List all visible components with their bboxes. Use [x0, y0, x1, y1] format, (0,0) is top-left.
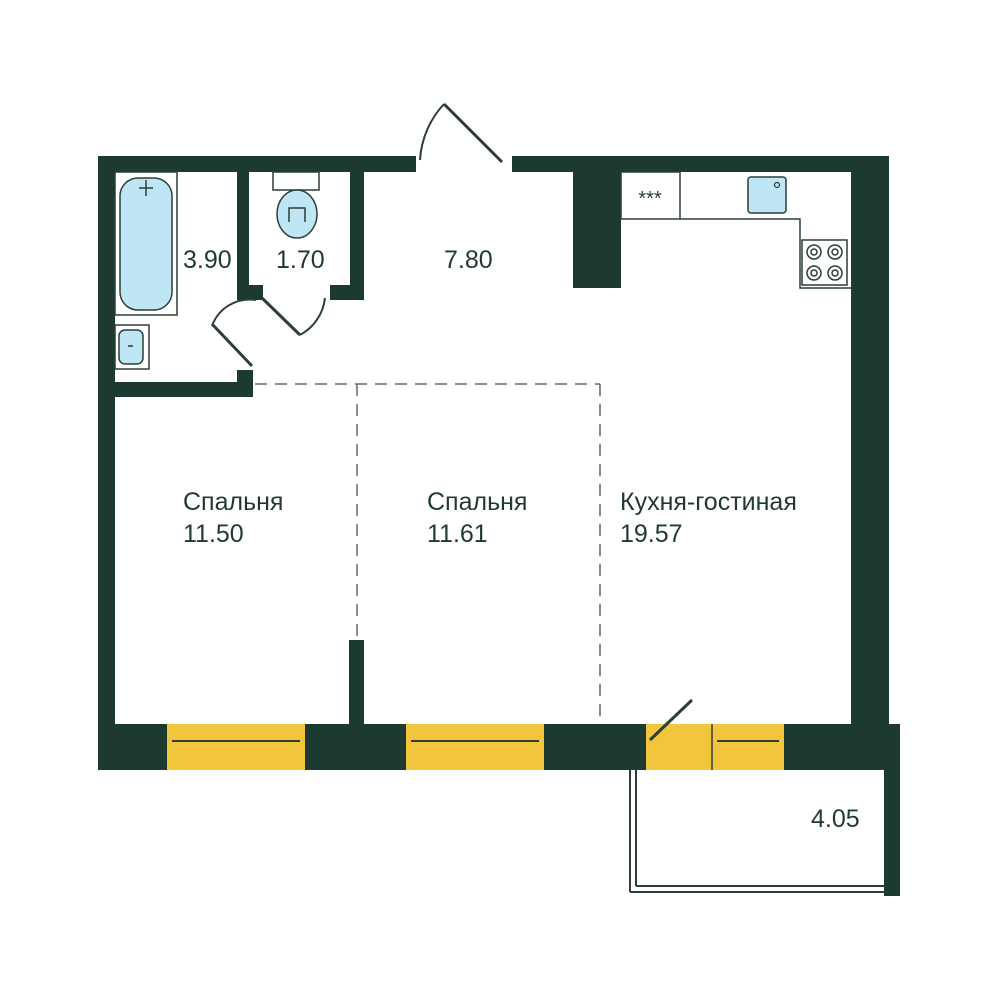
- kitchen-living-label: Кухня-гостиная 19.57: [620, 486, 797, 550]
- bedroom1-area: 11.50: [183, 520, 244, 548]
- window-kitchen: [712, 724, 784, 770]
- wall-toilet-right-stub: [330, 285, 364, 300]
- wall-toilet-right: [350, 172, 364, 300]
- wall-bath-toilet-stub: [249, 285, 263, 300]
- bedroom1-name: Спальня: [183, 488, 284, 516]
- wall-top-right: [512, 156, 889, 172]
- hallway-label: 7.80: [444, 244, 493, 276]
- wall-bath-bottom: [98, 382, 253, 397]
- wall-balcony-right: [884, 770, 900, 896]
- bedroom2-name: Спальня: [427, 488, 528, 516]
- wall-bath-toilet: [237, 172, 249, 300]
- window-kitchen-door: [646, 724, 712, 770]
- bedroom2-label: Спальня 11.61: [427, 486, 527, 550]
- toilet-label: 1.70: [276, 244, 325, 276]
- kitchen-living-name: Кухня-гостиная: [620, 488, 797, 516]
- entrance-door: [419, 102, 504, 164]
- balcony-area: 4.05: [811, 805, 860, 833]
- kitchen-counter: [620, 171, 851, 289]
- kitchen-living-area: 19.57: [620, 520, 683, 548]
- zone-lines: [255, 383, 601, 724]
- wall-right: [851, 156, 889, 726]
- window-bedroom1: [167, 724, 305, 770]
- balcony: [629, 770, 884, 893]
- bathroom-label: 3.90: [183, 244, 232, 276]
- wall-left: [98, 156, 115, 770]
- window-bedroom2: [406, 724, 544, 770]
- bedroom2-area: 11.61: [427, 520, 488, 548]
- kitchen-sink-icon: [747, 176, 787, 214]
- stove-icon: [801, 239, 848, 286]
- kitchen-column: [573, 172, 621, 288]
- bathroom-area: 3.90: [183, 246, 232, 274]
- balcony-label: 4.05: [811, 803, 860, 835]
- hallway-area: 7.80: [444, 246, 493, 274]
- toilet-icon: [272, 171, 320, 239]
- wall-bath-bottom-stub: [237, 370, 253, 397]
- counter-mark: ***: [638, 188, 662, 210]
- wall-top-left: [98, 156, 416, 172]
- bathtub-icon: [114, 171, 178, 316]
- bedroom1-label: Спальня 11.50: [183, 486, 283, 550]
- washbasin-icon: [114, 324, 150, 370]
- toilet-area: 1.70: [276, 246, 325, 274]
- wall-bedroom-partition: [349, 640, 364, 726]
- bathroom-door: [210, 298, 257, 368]
- windows: [167, 698, 784, 770]
- toilet-door: [260, 296, 326, 337]
